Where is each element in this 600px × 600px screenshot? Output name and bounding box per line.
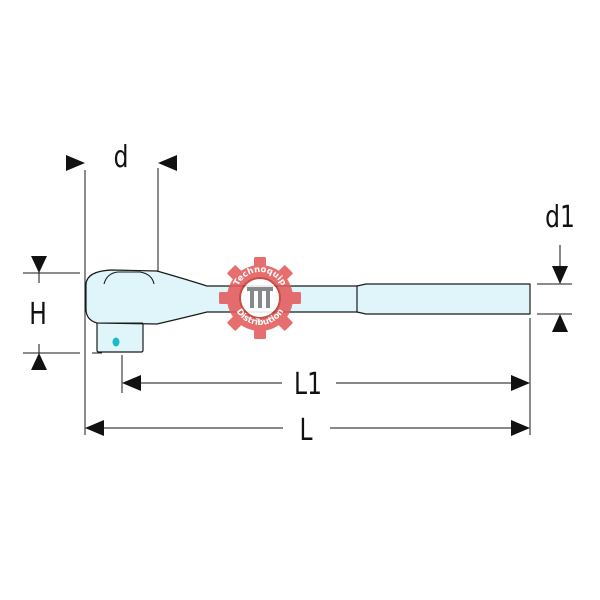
arrow-left-icon <box>122 375 141 391</box>
dimension-h: H <box>29 256 47 370</box>
label-d: d <box>114 140 129 175</box>
label-h: H <box>29 297 47 332</box>
arrow-right-icon <box>511 375 530 391</box>
dimension-d1: d1 <box>545 200 575 332</box>
ratchet-wrench <box>85 269 531 353</box>
arrow-down-icon <box>552 266 568 284</box>
arrow-left-icon <box>85 420 104 436</box>
arrow-right-icon <box>511 420 530 436</box>
extension-lines <box>23 168 572 435</box>
dimension-l: L <box>85 413 530 448</box>
label-l1: L1 <box>294 367 322 402</box>
dimension-l1: L1 <box>122 367 530 402</box>
watermark-logo: Technoquip Distribution <box>219 257 301 339</box>
label-l: L <box>299 413 312 448</box>
dimension-d: d <box>66 140 177 175</box>
arrow-up-icon <box>552 314 568 332</box>
arrow-right-icon <box>66 155 85 171</box>
label-d1: d1 <box>545 200 575 235</box>
detent-ball-icon <box>112 337 120 347</box>
ratchet-handle <box>356 283 531 315</box>
arrow-left-icon <box>158 155 177 171</box>
tools-emblem-icon <box>247 287 273 308</box>
head-cap-line <box>103 271 155 285</box>
